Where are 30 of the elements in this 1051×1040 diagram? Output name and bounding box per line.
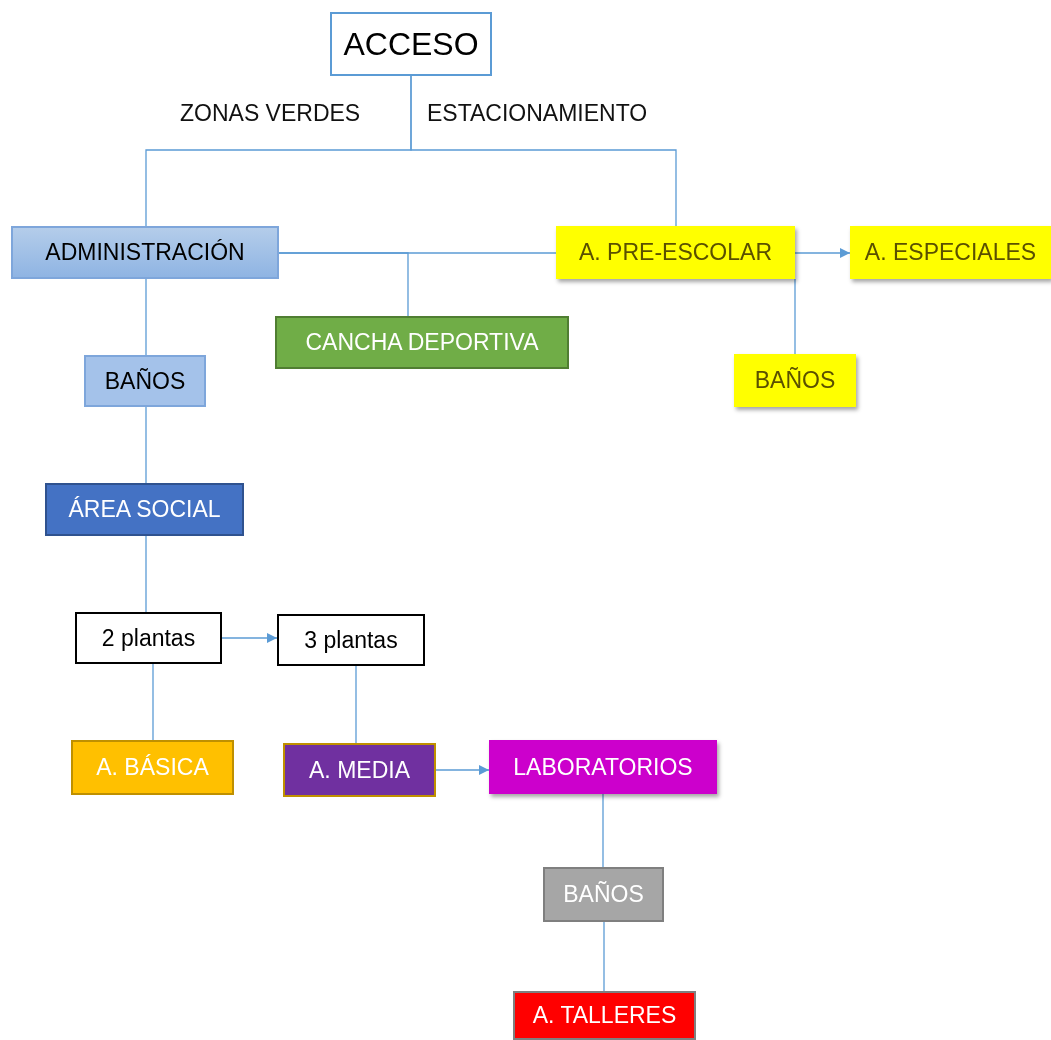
area-box: BAÑOS [734, 354, 856, 407]
area-box: A. BÁSICA [71, 740, 234, 795]
area-box: CANCHA DEPORTIVA [275, 316, 569, 369]
area-box: BAÑOS [543, 867, 664, 922]
arrow [435, 765, 490, 775]
connector-line [145, 278, 147, 356]
arrow [794, 248, 851, 258]
area-label: ESTACIONAMIENTO [427, 100, 648, 127]
connector-line [602, 793, 604, 868]
entrance-box: ACCESO [330, 12, 492, 76]
connector-line [410, 75, 677, 227]
area-box: 3 plantas [277, 614, 425, 666]
area-box: 2 plantas [75, 612, 222, 664]
connector-line [152, 663, 154, 741]
connector-line [278, 252, 409, 317]
area-box: ADMINISTRACIÓN [11, 226, 279, 279]
connector-line [794, 278, 796, 355]
area-box: LABORATORIOS [489, 740, 717, 794]
connector-line [145, 535, 147, 613]
connector-line [355, 665, 357, 744]
connector-line [603, 921, 605, 992]
area-box: ÁREA SOCIAL [45, 483, 244, 536]
arrow [221, 633, 278, 643]
area-box: A. ESPECIALES [850, 226, 1051, 279]
area-box: A. MEDIA [283, 743, 436, 797]
connector-line [145, 406, 147, 484]
area-label: ZONAS VERDES [180, 100, 361, 127]
area-box: A. PRE-ESCOLAR [556, 226, 795, 279]
area-box: A. TALLERES [513, 991, 696, 1040]
area-box: BAÑOS [84, 355, 206, 407]
